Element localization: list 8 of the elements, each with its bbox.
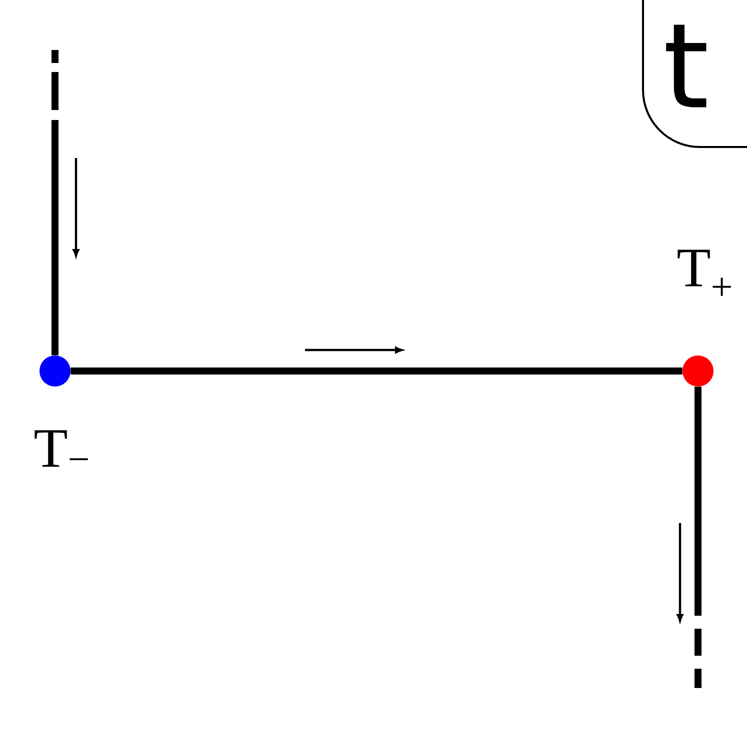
line — [694, 386, 702, 688]
point-dot — [682, 356, 714, 386]
point-dot — [40, 356, 70, 386]
line — [70, 368, 682, 374]
line — [52, 50, 58, 356]
letter-label: t — [666, 24, 706, 108]
point-label: T$_{+}$ — [678, 250, 731, 296]
point-label: T$_{−}$ — [34, 430, 88, 467]
